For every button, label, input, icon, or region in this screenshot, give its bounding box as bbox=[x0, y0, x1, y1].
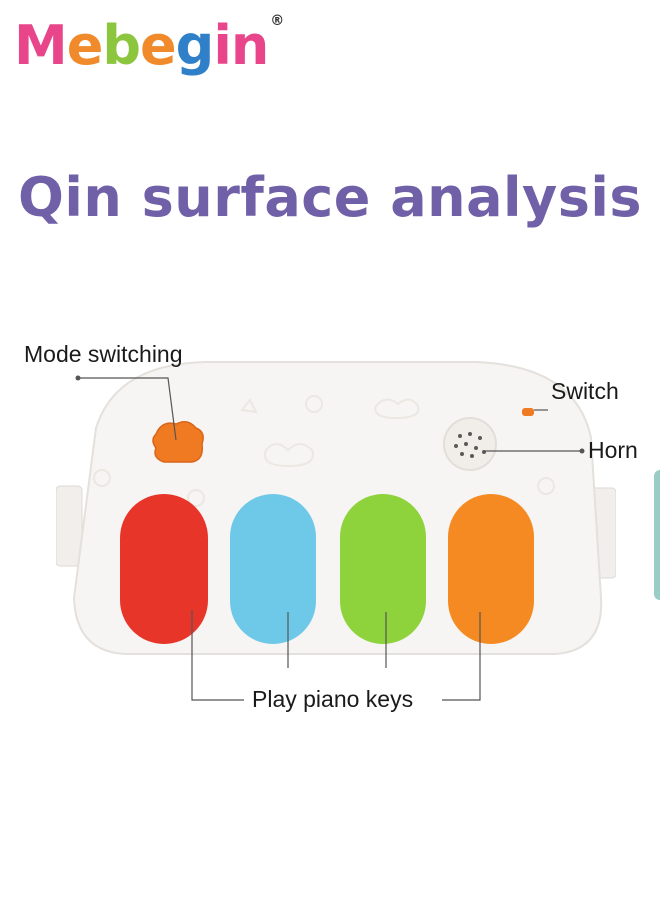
power-switch bbox=[522, 408, 534, 416]
piano-key-red bbox=[120, 494, 208, 644]
label-horn: Horn bbox=[588, 437, 638, 463]
logo-letter: g bbox=[175, 14, 215, 77]
horn-speaker bbox=[443, 417, 497, 471]
label-mode-switching: Mode switching bbox=[24, 341, 183, 367]
label-piano-keys: Play piano keys bbox=[252, 686, 414, 712]
speaker-holes bbox=[454, 432, 486, 458]
label-switch: Switch bbox=[551, 378, 619, 404]
left-handle bbox=[56, 485, 83, 567]
logo-letter: n bbox=[230, 14, 269, 77]
brand-logo: Mebegin® bbox=[14, 6, 284, 86]
adjacent-object-edge bbox=[654, 470, 660, 600]
logo-letter: e bbox=[140, 14, 177, 77]
logo-letter: e bbox=[66, 14, 104, 77]
mode-switch-button bbox=[152, 421, 204, 463]
piano-key-blue bbox=[230, 494, 316, 644]
logo-letter: M bbox=[14, 14, 68, 77]
embossed-decorations bbox=[93, 395, 555, 507]
registered-mark: ® bbox=[270, 13, 284, 29]
piano-panel-illustration bbox=[56, 361, 616, 655]
piano-key-orange bbox=[448, 494, 534, 644]
logo-letter: i bbox=[213, 14, 231, 77]
page-title: Qin surface analysis bbox=[17, 166, 643, 229]
logo-letter: b bbox=[102, 14, 141, 77]
piano-key-green bbox=[340, 494, 426, 644]
